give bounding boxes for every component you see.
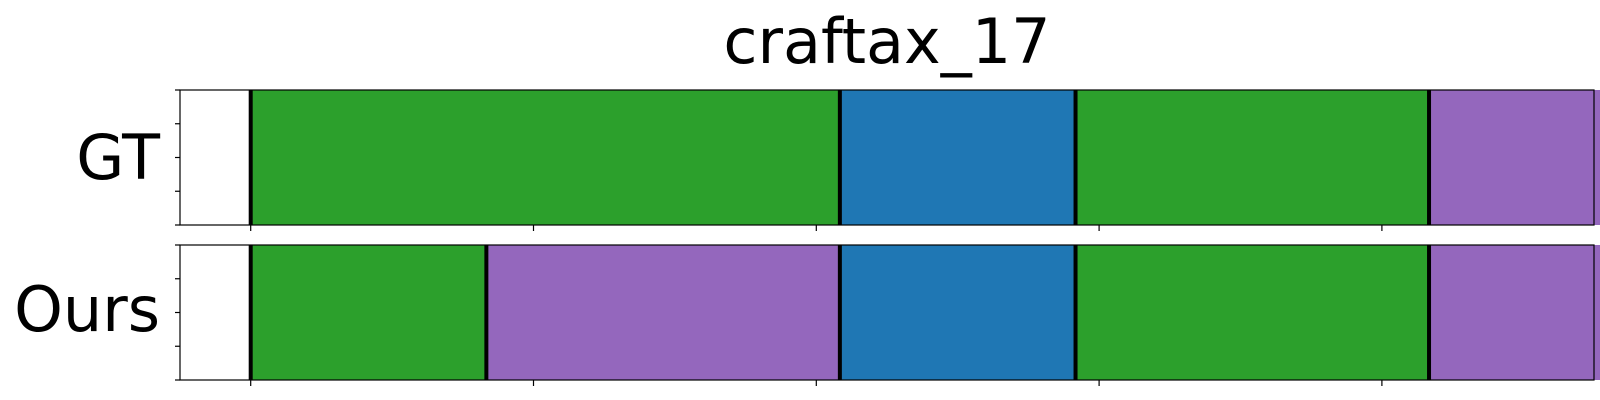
segment-gt-3 [1429,90,1600,225]
row-label-gt: GT [76,121,160,194]
segment-ours-0 [250,245,487,380]
segment-gt-2 [1075,90,1430,225]
segment-ours-4 [1429,245,1600,380]
chart-title: craftax_17 [723,5,1051,78]
row-label-ours: Ours [14,273,160,346]
segment-gt-1 [839,90,1076,225]
segment-gt-0 [250,90,840,225]
segment-ours-3 [1075,245,1430,380]
segment-ours-1 [486,245,840,380]
segment-ours-2 [839,245,1076,380]
